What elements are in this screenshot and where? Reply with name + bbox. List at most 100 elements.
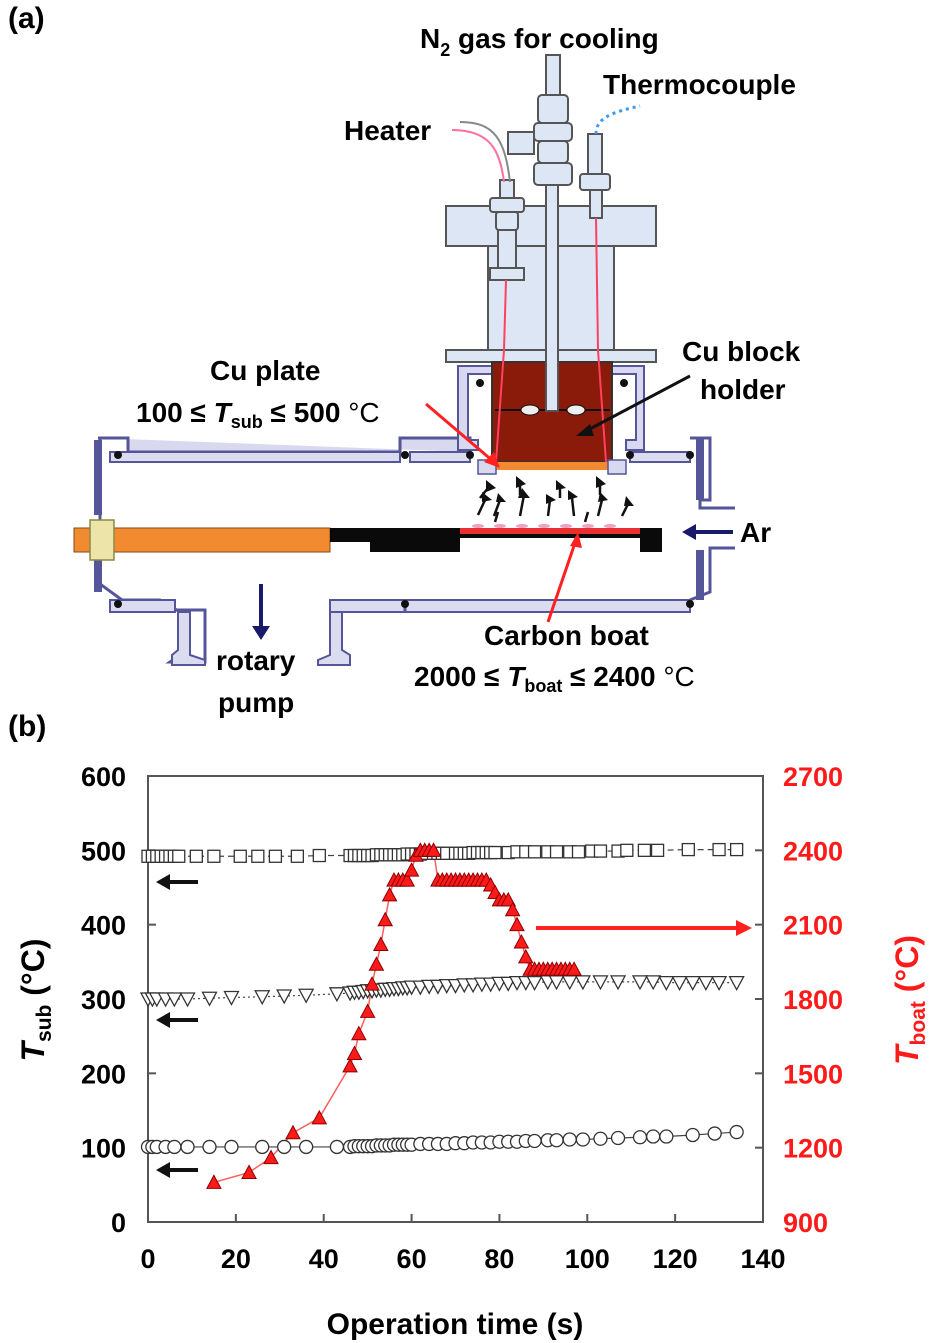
evaporation-arrows <box>476 476 634 523</box>
data-point-triangle-up <box>263 1149 279 1165</box>
x-tick-label: 120 <box>653 1244 698 1274</box>
y-right-axis-label: Tboat (°C) <box>889 935 930 1065</box>
x-tick-label: 80 <box>484 1244 514 1274</box>
y-right-tick-label: 2100 <box>783 911 843 941</box>
data-point-circle <box>646 1129 661 1144</box>
y-left-tick-label: 300 <box>81 985 126 1015</box>
data-point-triangle-up <box>285 1124 301 1140</box>
data-point-square <box>268 849 283 863</box>
data-point-circle <box>167 1139 182 1155</box>
y-right-tick-label: 2400 <box>783 836 843 866</box>
data-point-circle <box>255 1139 270 1155</box>
data-point-triangle-up <box>403 862 420 877</box>
x-tick-label: 20 <box>221 1244 251 1274</box>
x-tick-label: 40 <box>309 1244 339 1274</box>
data-point-circle <box>277 1139 292 1155</box>
data-point-square <box>712 842 726 857</box>
tsub-range-label: 100 ≤ Tsub ≤ 500 °C <box>136 397 380 432</box>
ar-label: Ar <box>740 517 771 548</box>
data-point-triangle-down <box>561 975 578 991</box>
data-point-circle <box>202 1139 217 1155</box>
data-point-triangle-down <box>631 975 649 991</box>
data-point-triangle-up <box>368 956 385 971</box>
data-point-triangle-down <box>548 975 565 991</box>
data-point-triangle-up <box>517 948 534 964</box>
data-point-square <box>593 844 608 858</box>
tboat-range-label: 2000 ≤ Tboat ≤ 2400 °C <box>414 661 695 696</box>
y-left-tick-label: 100 <box>81 1134 126 1164</box>
data-point-triangle-down <box>671 975 688 992</box>
panel-b-label: (b) <box>8 710 46 743</box>
feedthroughs <box>489 54 611 412</box>
data-point-triangle-up <box>513 933 530 949</box>
y-left-ticks: 0 100 200 300 400 500 600 <box>81 762 156 1238</box>
data-point-square <box>549 845 564 859</box>
data-point-triangle-down <box>166 992 183 1008</box>
y-left-axis-label: Tsub (°C) <box>15 939 56 1062</box>
data-point-square <box>571 845 586 859</box>
data-point-triangle-down <box>179 992 196 1008</box>
data-point-triangle-up <box>342 1057 358 1073</box>
data-point-circle <box>180 1139 195 1155</box>
y-left-tick-label: 600 <box>81 762 126 792</box>
y-left-tick-label: 200 <box>81 1059 126 1089</box>
heater-label: Heater <box>344 115 431 146</box>
panel-a-label: (a) <box>8 2 45 35</box>
rotary-label: rotary <box>216 645 296 676</box>
data-point-square <box>189 849 203 863</box>
pump-label: pump <box>218 687 294 718</box>
x-tick-label: 0 <box>140 1244 155 1274</box>
data-point-circle <box>224 1139 239 1155</box>
data-point-square <box>527 845 542 859</box>
data-point-triangle-down <box>697 975 714 992</box>
data-point-triangle-up <box>566 961 582 976</box>
data-point-triangle-down <box>592 975 609 991</box>
cu-block-label-1: Cu block <box>682 336 801 367</box>
data-point-circle <box>329 1139 345 1155</box>
data-point-circle <box>575 1132 591 1147</box>
x-tick-label: 60 <box>397 1244 427 1274</box>
data-point-triangle-down <box>645 975 662 991</box>
data-point-square <box>620 843 634 857</box>
data-point-triangle-up <box>372 936 389 951</box>
thermocouple-label: Thermocouple <box>603 69 796 100</box>
data-point-triangle-up <box>377 911 394 927</box>
data-point-triangle-down <box>328 987 345 1003</box>
data-point-triangle-down <box>526 975 543 992</box>
y-left-tick-label: 500 <box>81 836 126 866</box>
data-point-circle <box>549 1133 564 1148</box>
data-point-triangle-down <box>710 975 728 992</box>
data-point-square <box>650 843 665 857</box>
data-point-triangle-up <box>364 976 380 991</box>
y-left-tick-label: 0 <box>111 1208 126 1238</box>
data-point-triangle-up <box>504 901 521 917</box>
data-point-circle <box>707 1126 722 1141</box>
data-point-square <box>172 849 186 863</box>
data-point-triangle-down <box>728 975 745 992</box>
data-point-square <box>488 845 502 860</box>
data-point-square <box>290 849 305 863</box>
data-point-square <box>312 848 326 863</box>
plot-frame <box>147 775 764 1223</box>
data-point-circle <box>632 1130 648 1145</box>
data-point-triangle-up <box>311 1109 328 1125</box>
n2-gas-label: N2 gas for cooling <box>420 23 659 60</box>
data-point-triangle-up <box>346 1045 363 1061</box>
data-point-triangle-up <box>241 1164 257 1179</box>
data-point-triangle-up <box>425 842 442 857</box>
data-point-triangle-up <box>500 891 517 907</box>
data-point-triangle-down <box>574 975 591 991</box>
data-point-triangle-down <box>298 988 315 1004</box>
y-right-tick-label: 2700 <box>783 762 843 792</box>
data-point-triangle-down <box>609 975 627 991</box>
axis-indicator-arrows <box>156 874 752 1178</box>
x-axis-label: Operation time (s) <box>327 1308 584 1341</box>
data-point-circle <box>593 1131 608 1146</box>
cu-block-label-2: holder <box>700 374 786 405</box>
data-point-circle <box>298 1139 314 1155</box>
data-point-triangle-down <box>684 975 701 992</box>
y-left-tick-label: 400 <box>81 911 126 941</box>
